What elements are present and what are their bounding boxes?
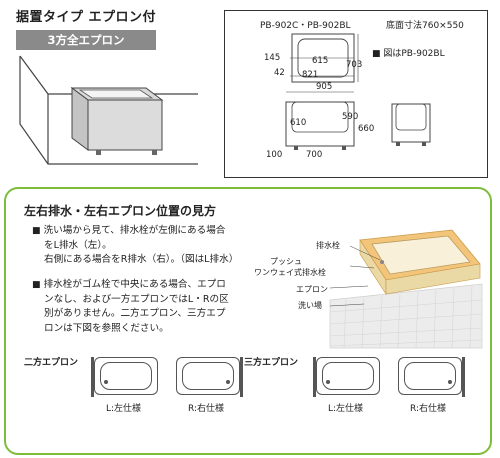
three-apron-heading: 三方エプロン	[244, 358, 299, 368]
apron-side-marker	[313, 357, 316, 397]
top-view-drawing	[290, 33, 359, 83]
caption-left-spec: L:左仕様	[106, 404, 142, 414]
bullet-icon: ■	[32, 280, 41, 290]
para2-line1: 排水栓がゴム栓で中央にある場合、エプロ	[43, 279, 226, 290]
installation-illustration	[19, 55, 198, 165]
label-apron: エプロン	[296, 285, 328, 294]
dim-905: 905	[316, 82, 333, 92]
drain-position-illustration	[329, 229, 483, 349]
dim-660: 660	[358, 124, 375, 134]
apron-side-marker	[462, 357, 465, 397]
apron-side-marker	[240, 357, 243, 397]
para-rubber-plug: ■ 排水栓がゴム栓で中央にある場合、エプロ ンなし、および一方エプロンではL・R…	[32, 278, 272, 336]
bullet-icon: ■	[32, 226, 41, 236]
tub-two-apron-left	[94, 357, 158, 395]
side-view-drawing	[285, 91, 355, 150]
dim-821: 821	[302, 70, 319, 80]
para1-line2: をL排水（左）。	[44, 239, 112, 251]
end-view-drawing	[391, 103, 431, 146]
apron-type-badge: 3方全エプロン	[16, 30, 156, 50]
howto-title: 左右排水・左右エプロン位置の見方	[24, 204, 217, 218]
caption-left-spec: L:左仕様	[328, 404, 364, 414]
model-name: PB-902C・PB-902BL	[260, 21, 351, 31]
page-title: 据置タイプ エプロン付	[16, 10, 157, 25]
para2-line4: ロンは下図を参照ください。	[44, 322, 169, 334]
para1-line1: 洗い場から見て、排水栓が左側にある場合	[43, 225, 226, 236]
dim-610: 610	[290, 118, 307, 128]
tub-two-apron-right	[176, 357, 240, 395]
dim-42: 42	[274, 68, 285, 78]
tub-three-apron-right	[398, 357, 462, 395]
tub-three-apron-left	[316, 357, 380, 395]
two-apron-heading: 二方エプロン	[24, 358, 79, 368]
label-drain: 排水栓	[316, 241, 340, 250]
dim-145: 145	[264, 53, 281, 63]
base-size: 底面寸法760×550	[386, 21, 464, 31]
dim-615: 615	[312, 56, 329, 66]
howto-panel	[4, 187, 492, 455]
dim-590: 590	[342, 112, 359, 122]
figure-note: ■ 図はPB-902BL	[372, 49, 445, 59]
drain-icon	[104, 380, 108, 384]
label-push: プッシュ	[270, 257, 302, 266]
dim-100: 100	[266, 150, 283, 160]
label-floor: 洗い場	[298, 301, 322, 310]
drain-icon	[326, 380, 330, 384]
drain-icon	[448, 380, 452, 384]
drain-icon	[226, 380, 230, 384]
spec-drawing-box	[224, 10, 488, 178]
para2-line3: 別がありません。二方エプロン、三方エプ	[44, 308, 226, 319]
dim-700: 700	[306, 150, 323, 160]
para-drain-position: ■ 洗い場から見て、排水栓が左側にある場合 をL排水（左）。 右側にある場合をR…	[32, 224, 272, 268]
caption-right-spec: R:右仕様	[188, 404, 225, 414]
label-oneway-drain: ワンウェイ式排水栓	[254, 268, 326, 277]
caption-right-spec: R:右仕様	[410, 404, 447, 414]
para1-line3: 右側にある場合をR排水（右）。（図はL排水）	[44, 254, 239, 265]
para2-line2: ンなし、および一方エプロンではL・Rの区	[44, 293, 229, 305]
dim-703: 703	[346, 60, 363, 70]
apron-side-marker	[91, 357, 94, 397]
